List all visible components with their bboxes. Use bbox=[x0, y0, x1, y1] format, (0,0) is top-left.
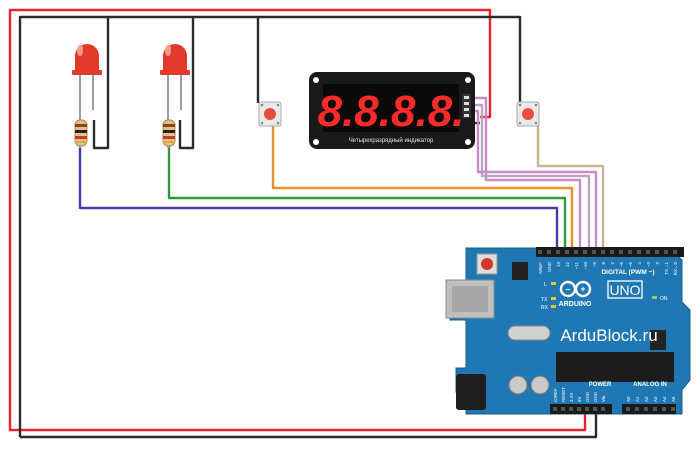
digital-pin-hole bbox=[619, 250, 623, 254]
digital-pin-hole bbox=[601, 250, 605, 254]
digital-pin-label: AREF bbox=[538, 262, 543, 274]
gnd-drop-led1 bbox=[92, 17, 110, 150]
analog-pin-label: A1 bbox=[635, 396, 640, 402]
analog-pin-label: A0 bbox=[626, 396, 631, 402]
analog-pin-hole bbox=[662, 407, 666, 411]
led-label-rx: RX bbox=[541, 305, 549, 311]
digital-pin-label: ~11 bbox=[574, 262, 579, 270]
power-pin-label: 5V bbox=[577, 396, 582, 402]
digital-pin-label: ~9 bbox=[592, 262, 597, 268]
digital-pin-label: TX→1 bbox=[664, 262, 669, 275]
digital-pin-hole bbox=[556, 250, 560, 254]
led-1 bbox=[72, 44, 102, 148]
vcc-wire bbox=[8, 8, 587, 432]
digital-pin-label: 7 bbox=[610, 262, 615, 265]
power-pin-label: GND bbox=[585, 391, 590, 402]
arduino-uno-board: AREF GND 13 12 ~11 ~10 ~9 8 7 ~6 ~5 4 ~3 2 TX→1 RX←0 DI… bbox=[445, 247, 691, 415]
digital-pin-label: ~5 bbox=[628, 262, 633, 268]
atmega-chip bbox=[556, 352, 674, 382]
digital-pin-label: GND bbox=[547, 261, 552, 272]
power-pin-hole bbox=[601, 407, 605, 411]
analog-pin-hole bbox=[644, 407, 648, 411]
power-pin-label: Vin bbox=[601, 395, 606, 402]
display-wire-2 bbox=[475, 103, 591, 253]
digital-pin-label: 4 bbox=[637, 262, 642, 265]
push-button-1 bbox=[258, 101, 282, 127]
digital-pin-hole bbox=[583, 250, 587, 254]
led2-signal-wire bbox=[167, 145, 567, 253]
svg-text:+: + bbox=[580, 284, 585, 294]
display-wire-1 bbox=[475, 96, 582, 253]
digital-pin-hole bbox=[574, 250, 578, 254]
digital-header-label: DIGITAL (PWM ~) bbox=[601, 269, 654, 276]
button2-signal-wire bbox=[536, 125, 605, 253]
digital-pin-label: RX←0 bbox=[673, 262, 678, 276]
power-pin-hole bbox=[593, 407, 597, 411]
digital-pin-hole bbox=[655, 250, 659, 254]
digital-pin-hole bbox=[673, 250, 677, 254]
svg-text:–: – bbox=[565, 284, 570, 294]
analog-pin-hole bbox=[626, 407, 630, 411]
power-pin-hole bbox=[553, 407, 557, 411]
gnd-drop-led2 bbox=[178, 17, 195, 150]
wires bbox=[8, 8, 605, 439]
push-button-2 bbox=[516, 101, 540, 127]
display-caption: Четырехразрядный индикатор bbox=[349, 137, 434, 144]
digital-pin-hole bbox=[538, 250, 542, 254]
digital-pin-label: 13 bbox=[556, 262, 561, 268]
power-pin-hole bbox=[577, 407, 581, 411]
analog-pin-label: A5 bbox=[671, 396, 676, 402]
display-wire-3 bbox=[475, 109, 598, 253]
power-jack bbox=[456, 374, 486, 410]
digital-pin-label: ~6 bbox=[619, 262, 624, 268]
ardublock-site-label: ArduBlock.ru bbox=[560, 326, 657, 345]
analog-pin-hole bbox=[671, 407, 675, 411]
digital-pin-hole bbox=[547, 250, 551, 254]
arduino-logo-text: ARDUINO bbox=[559, 301, 592, 308]
analog-header bbox=[622, 404, 676, 414]
analog-pin-hole bbox=[635, 407, 639, 411]
digital-pin-hole bbox=[610, 250, 614, 254]
led-label-tx: TX bbox=[541, 297, 548, 303]
power-pin-hole bbox=[569, 407, 573, 411]
four-digit-display: 8.8.8.8. Четырехразрядный индикатор bbox=[309, 72, 475, 149]
power-pin-hole bbox=[561, 407, 565, 411]
digital-pin-label: ~3 bbox=[646, 262, 651, 268]
digital-pin-hole bbox=[628, 250, 632, 254]
analog-pin-label: A3 bbox=[653, 396, 658, 402]
power-pin-label: RESET bbox=[561, 387, 566, 402]
led-label-on: ON bbox=[660, 296, 668, 302]
analog-pin-label: A4 bbox=[662, 396, 667, 402]
led-2 bbox=[160, 44, 190, 148]
power-pin-hole bbox=[585, 407, 589, 411]
display-digits: 8.8.8.8. bbox=[318, 87, 465, 136]
digital-pin-label: 2 bbox=[655, 262, 660, 265]
analog-pin-label: A2 bbox=[644, 396, 649, 402]
digital-pin-label: 8 bbox=[601, 262, 606, 265]
analog-pin-hole bbox=[653, 407, 657, 411]
arduino-model: UNO bbox=[609, 282, 640, 298]
digital-pin-label: ~10 bbox=[583, 262, 588, 270]
arduino-logo: – + bbox=[559, 280, 592, 298]
power-pin-label: GND bbox=[593, 391, 598, 402]
digital-pin-label: 12 bbox=[565, 262, 570, 268]
power-pin-label: IOREF bbox=[553, 388, 558, 402]
digital-pin-hole bbox=[592, 250, 596, 254]
power-pin-label: 3.3V bbox=[569, 393, 574, 402]
digital-pin-hole bbox=[565, 250, 569, 254]
digital-pin-hole bbox=[637, 250, 641, 254]
gnd-wire-bottom bbox=[20, 412, 598, 439]
digital-pin-hole bbox=[664, 250, 668, 254]
led1-signal-wire bbox=[78, 145, 559, 253]
power-header-label: POWER bbox=[589, 382, 612, 388]
button1-signal-wire bbox=[271, 125, 574, 253]
reset-button bbox=[481, 258, 493, 270]
led-label-l: L bbox=[544, 282, 547, 288]
onboard-leds: L TX RX ON bbox=[541, 282, 668, 311]
analog-header-label: ANALOG IN bbox=[633, 382, 667, 388]
gnd-wire bbox=[18, 15, 522, 437]
digital-pin-hole bbox=[646, 250, 650, 254]
